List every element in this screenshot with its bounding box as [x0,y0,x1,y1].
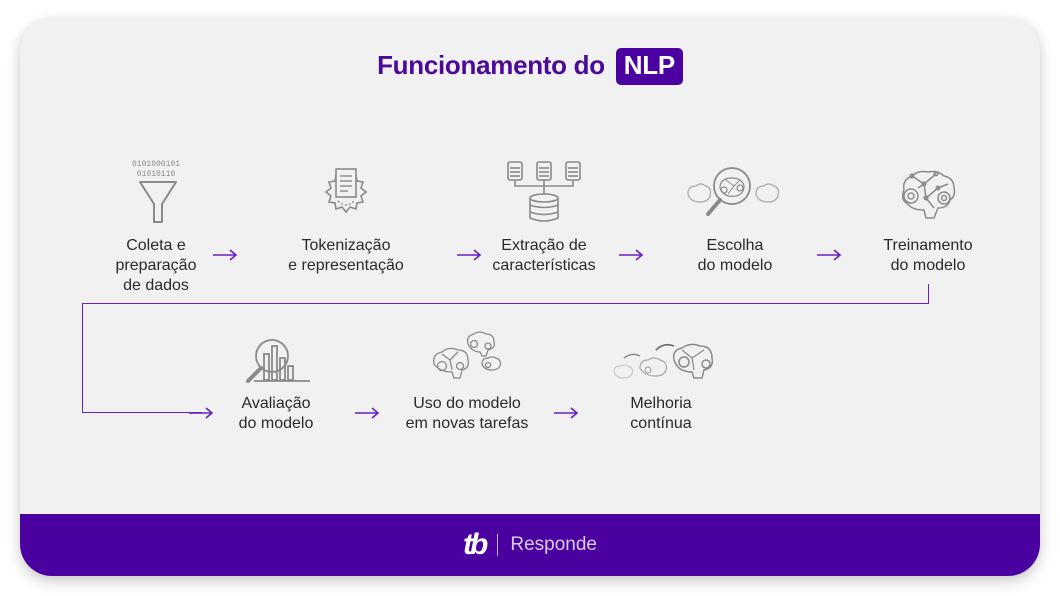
connector-line [82,303,929,304]
binary-text: 0101000101 01010110 [130,160,182,180]
brain-magnifier-icon [687,167,780,216]
tb-logo: tb [463,528,488,561]
divider [497,534,499,556]
step-label: Tokenização e representação [288,237,404,274]
step-extracao: Extração de características [474,236,614,276]
binary-line: 0101000101 [131,160,180,169]
title-badge: NLP [615,48,683,85]
brand-name: Responde [510,534,597,555]
brain-gears-icon [901,170,956,219]
binary-line: 01010110 [136,170,176,179]
step-coleta: Coleta e preparação de dados [100,236,212,296]
arrow-right-icon [189,407,214,419]
step-label: Escolha do modelo [697,237,773,274]
brains-cluster-icon [433,331,502,379]
document-gear-icon [324,168,368,214]
connector-line [82,303,83,413]
brains-progression-icon [613,343,714,379]
arrow-right-icon [817,249,842,261]
step-label: Extração de características [492,237,596,274]
step-label: Avaliação do modelo [238,395,314,432]
page-title: Funcionamento do NLP [20,48,1040,85]
arrow-right-icon [619,249,644,261]
funnel-icon [139,181,177,223]
title-text: Funcionamento do [377,50,605,80]
database-tree-icon [507,161,581,222]
arrow-right-icon [213,249,238,261]
arrow-right-icon [457,249,482,261]
connector-line [82,412,202,413]
chart-magnifier-icon [246,339,310,383]
step-tokenizacao: Tokenização e representação [276,236,416,276]
step-uso: Uso do modelo em novas tarefas [394,394,540,434]
step-label: Melhoria contínua [630,395,692,432]
step-label: Treinamento do modelo [883,237,973,274]
step-melhoria: Melhoria contínua [606,394,716,434]
connector-line [928,284,929,304]
step-treinamento: Treinamento do modelo [866,236,990,276]
arrow-right-icon [355,407,380,419]
step-label: Coleta e preparação de dados [115,237,197,294]
arrow-right-icon [554,407,579,419]
nlp-infographic-card: Funcionamento do NLP 0101000101 01010110… [20,18,1040,576]
footer-brand-bar: tb Responde [20,514,1040,576]
step-avaliacao: Avaliação do modelo [220,394,332,434]
step-escolha: Escolha do modelo [680,236,790,276]
step-label: Uso do modelo em novas tarefas [405,395,529,432]
